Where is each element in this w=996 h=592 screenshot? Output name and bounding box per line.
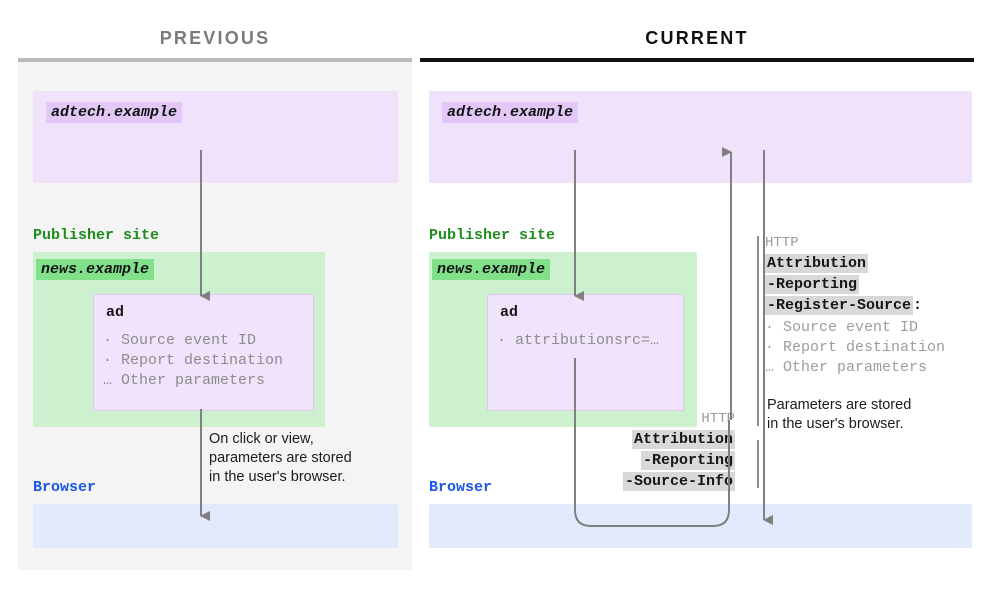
response-http-label: HTTP bbox=[765, 235, 799, 251]
previous-browser-label: Browser bbox=[33, 479, 97, 496]
current-request-header-block: HTTP Attribution -Reporting -Source-Info bbox=[560, 410, 735, 492]
request-header-line-1: Attribution bbox=[631, 430, 735, 449]
current-publisher-label: Publisher site bbox=[429, 227, 556, 244]
current-browser-zone bbox=[429, 504, 972, 548]
column-title-current: CURRENT bbox=[645, 28, 749, 48]
response-header-line-2: -Reporting bbox=[765, 275, 860, 294]
current-response-header-block: HTTP Attribution -Reporting -Register-So… bbox=[765, 234, 980, 378]
request-http-label: HTTP bbox=[701, 411, 735, 427]
previous-adtech-chip: adtech.example bbox=[46, 102, 183, 123]
current-adtech-chip: adtech.example bbox=[442, 102, 579, 123]
divider-current bbox=[420, 58, 974, 62]
previous-ad-card-parameters: · Source event ID · Report destination …… bbox=[103, 332, 284, 389]
column-title-previous: PREVIOUS bbox=[159, 28, 271, 48]
response-header-line-1: Attribution bbox=[765, 254, 869, 273]
current-browser-label: Browser bbox=[429, 479, 493, 496]
request-header-line-2: -Reporting bbox=[640, 451, 735, 470]
current-note-rail bbox=[757, 440, 759, 488]
response-header-line-3: -Register-Source: bbox=[765, 296, 923, 315]
divider-previous bbox=[18, 58, 412, 62]
current-ad-card: ad · attributionsrc=… bbox=[487, 294, 684, 411]
request-header-line-3: -Source-Info bbox=[622, 472, 735, 491]
response-header-colon: : bbox=[913, 297, 923, 314]
previous-ad-card-title: ad bbox=[106, 304, 125, 321]
previous-browser-zone bbox=[33, 504, 398, 548]
previous-publisher-label: Publisher site bbox=[33, 227, 160, 244]
response-annotation-rail bbox=[757, 236, 759, 426]
current-news-chip: news.example bbox=[432, 259, 551, 280]
previous-note: On click or view, parameters are stored … bbox=[209, 431, 352, 485]
previous-news-chip: news.example bbox=[36, 259, 155, 280]
response-header-parameters: · Source event ID · Report destination …… bbox=[765, 319, 946, 376]
previous-ad-card: ad · Source event ID · Report destinatio… bbox=[93, 294, 314, 411]
current-ad-card-title: ad bbox=[500, 304, 519, 321]
current-ad-card-parameters: · attributionsrc=… bbox=[497, 332, 660, 349]
current-note: Parameters are stored in the user's brow… bbox=[767, 397, 912, 432]
